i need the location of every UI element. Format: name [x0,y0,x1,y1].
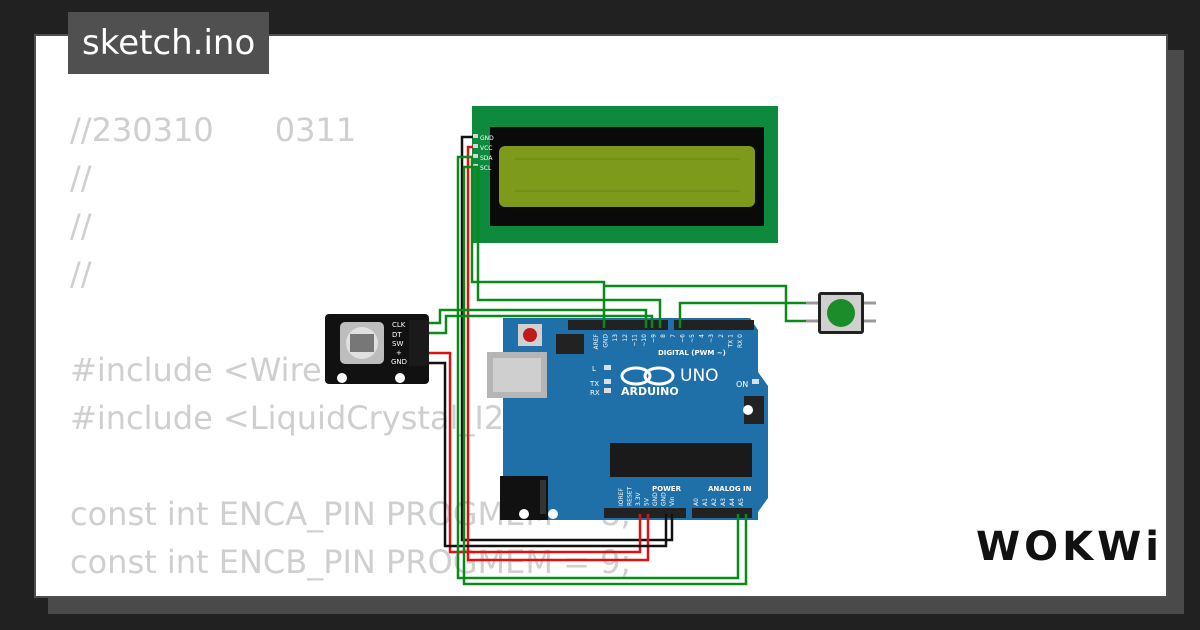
arduino-on-label: ON [736,380,748,389]
arduino-pin-label: 13 [612,334,619,342]
rotary-encoder[interactable] [325,314,429,384]
arduino-pin-label: 3.3V [635,491,642,506]
arduino-pin-label: ~10 [641,334,648,347]
arduino-pin-label: 12 [622,334,629,342]
code-line: // [70,159,92,197]
push-button[interactable] [806,292,876,334]
lcd-pin-sda: SDA [480,155,493,162]
arduino-digital-label: DIGITAL (PWM ~) [658,349,726,357]
arduino-pin-label: A5 [738,498,745,506]
arduino-power-label: POWER [652,485,682,493]
encoder-pin-sw: SW [392,340,403,348]
lcd-display[interactable] [472,106,778,243]
code-line: const int ENCB_PIN PROGMEM = 9; [70,543,632,581]
arduino-pin-label: A4 [729,498,736,506]
arduino-rx-label: RX [590,389,600,397]
encoder-pin-gnd: GND [391,358,407,366]
code-line: const int BTN_PIN PROGMEM = 2; [70,586,631,596]
arduino-pin-label: A1 [702,498,709,506]
arduino-pin-label: RESET [627,486,634,506]
arduino-l-label: L [592,365,596,373]
arduino-pin-label: 5V [644,497,651,506]
arduino-uno-board[interactable] [487,318,768,520]
code-line: //230310 0311 [70,111,357,149]
arduino-pin-label: ~5 [689,334,696,343]
arduino-model-label: UNO [680,366,719,386]
code-line: // [70,207,92,245]
sketch-title-badge: sketch.ino [68,12,270,74]
arduino-pin-label: TX 1 [727,334,734,349]
wires [429,135,806,586]
lcd-pin-vcc: VCC [480,145,492,152]
code-line: // [70,255,92,293]
arduino-analog-label: ANALOG IN [708,485,752,493]
arduino-pin-label: ~9 [651,334,658,343]
arduino-pin-label: 4 [699,334,706,338]
arduino-pin-label: ~11 [631,334,638,347]
arduino-brand-label: ARDUINO [621,385,679,398]
lcd-pin-scl: SCL [480,165,492,172]
arduino-pin-label: 7 [670,334,677,338]
arduino-pin-label: A3 [720,498,727,506]
arduino-pin-label: RX 0 [737,334,744,348]
arduino-pin-label: Vin [669,496,676,506]
arduino-pin-label: ~6 [679,334,686,343]
arduino-pin-label: GND [652,492,659,506]
arduino-pin-label: AREF [593,333,600,349]
arduino-pin-label: 2 [718,334,725,338]
wokwi-logo: WOKWi [976,524,1163,570]
arduino-pin-label: ~3 [708,334,715,343]
encoder-pin-clk: CLK [392,321,406,329]
arduino-pin-label: 8 [660,334,667,338]
encoder-pin-dt: DT [392,331,402,339]
arduino-pin-label: GND [661,492,668,506]
arduino-pin-label: GND [603,334,610,348]
arduino-tx-label: TX [589,380,599,388]
lcd-pin-gnd: GND [480,135,494,142]
arduino-pin-label: A0 [693,498,700,506]
arduino-pin-label: IOREF [618,488,625,506]
encoder-pin-vcc: + [396,349,402,357]
arduino-pin-label: A2 [711,498,718,506]
